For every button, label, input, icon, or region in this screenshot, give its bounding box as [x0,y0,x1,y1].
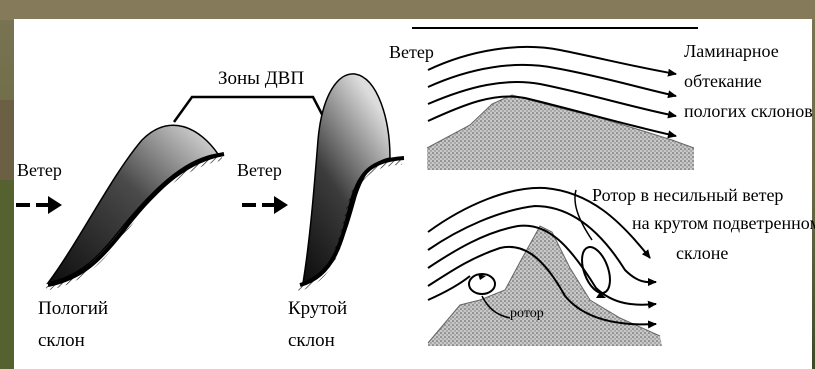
gentle-slope-label-line1: Пологий [38,299,108,318]
wind-label-left: Ветер [17,161,62,179]
dvp-zones-label: Зоны ДВП [218,69,304,88]
wind-label-middle: Ветер [237,161,282,179]
rotor-label-line3: склоне [676,244,728,262]
rotor-small-label: ротор [510,307,544,321]
steep-slope [298,74,404,289]
laminar-label-line1: Ламинарное [684,42,779,60]
gentle-slope-label-line2: склон [38,331,85,350]
rotor-label-line1: Ротор в несильный ветер [592,186,783,204]
rotor-flow-diagram [428,188,662,346]
laminar-label-line2: обтекание [684,72,762,90]
gentle-slope [46,125,224,288]
steep-slope-label-line1: Крутой [288,299,347,318]
wind-label-top-right: Ветер [389,43,434,61]
steep-slope-label-line2: склон [288,331,335,350]
laminar-label-line3: пологих склонов [684,102,813,120]
dvp-zones-bracket [174,97,326,122]
dashed-arrow-right-icon [16,196,62,214]
dashed-arrow-right-icon [242,196,288,214]
rotor-label-line2: на крутом подветренном [632,214,815,232]
laminar-flow-diagram [412,28,698,170]
